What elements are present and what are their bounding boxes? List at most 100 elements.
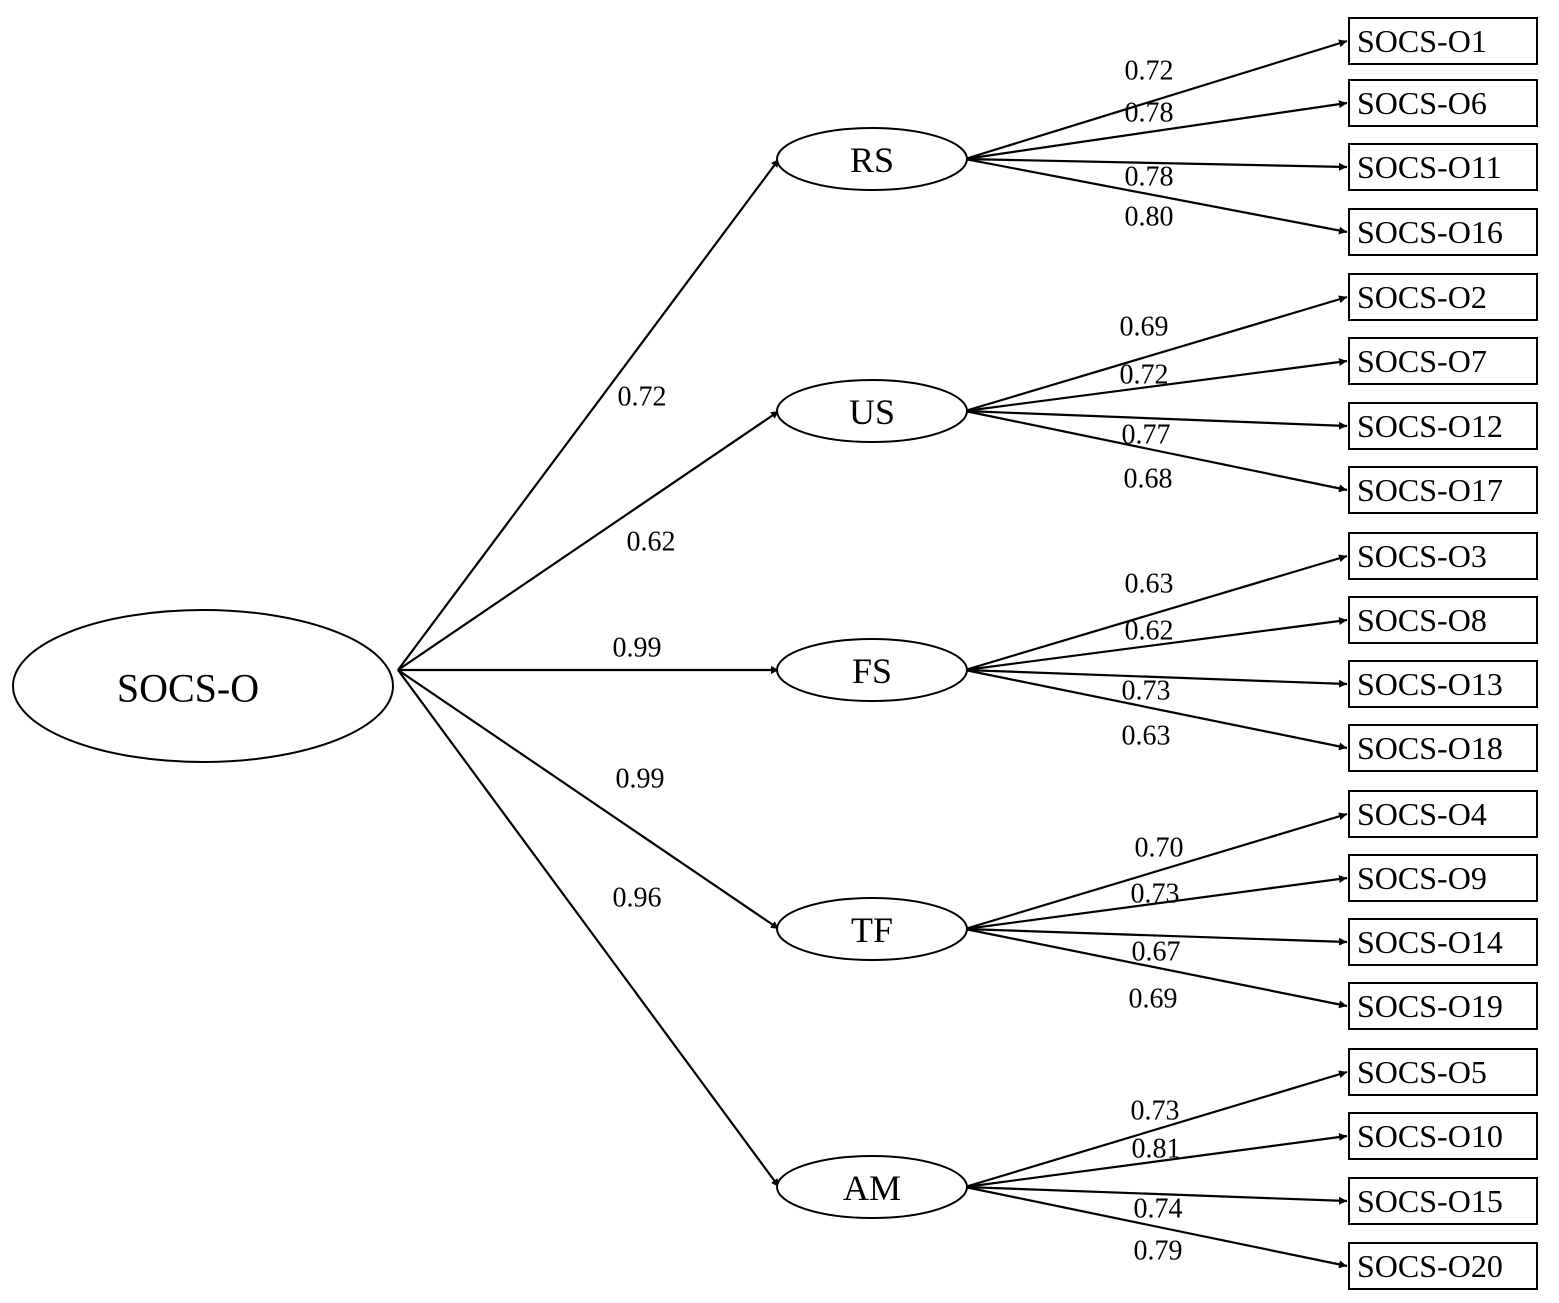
factor-label: TF (851, 910, 893, 950)
item-box (1348, 854, 1538, 902)
item-loading-label: 0.81 (1132, 1134, 1181, 1165)
path-rs-to-item (964, 157, 1348, 235)
item-label: SOCS-O2 (1357, 279, 1487, 315)
path-rs-to-item (964, 39, 1348, 161)
path-tf-to-item (964, 927, 1348, 1009)
item-box (1348, 17, 1538, 65)
item-loading-label: 0.68 (1124, 464, 1173, 495)
path-root-to-rs (397, 158, 780, 671)
item-label: SOCS-O10 (1357, 1118, 1503, 1154)
path-fs-to-item (964, 554, 1348, 672)
item-box (1348, 337, 1538, 385)
factor-ellipse (776, 1155, 968, 1219)
item-box (1348, 1048, 1538, 1096)
item-label: SOCS-O16 (1357, 214, 1503, 250)
item-node: SOCS-O15 (1348, 1177, 1538, 1225)
path-arrows (397, 39, 1348, 1269)
item-label: SOCS-O14 (1357, 924, 1503, 960)
factor-loading-label: 0.99 (616, 764, 665, 795)
item-box (1348, 918, 1538, 966)
factor-ellipse (776, 897, 968, 961)
factor-loading-label: 0.99 (613, 633, 662, 664)
item-loading-label: 0.79 (1134, 1236, 1183, 1267)
item-box (1348, 790, 1538, 838)
item-label: SOCS-O1 (1357, 23, 1487, 59)
path-us-to-item (964, 295, 1348, 413)
item-node: SOCS-O7 (1348, 337, 1538, 385)
item-label: SOCS-O13 (1357, 666, 1503, 702)
item-box (1348, 466, 1538, 514)
path-us-to-item (964, 358, 1348, 413)
path-fs-to-item (964, 668, 1348, 751)
item-label: SOCS-O11 (1357, 149, 1502, 185)
item-loading-label: 0.63 (1125, 569, 1174, 600)
item-node: SOCS-O17 (1348, 466, 1538, 514)
path-tf-to-item (964, 927, 1348, 946)
item-loading-label: 0.73 (1122, 676, 1171, 707)
item-label: SOCS-O20 (1357, 1248, 1503, 1284)
factor-node-us: US (776, 379, 968, 443)
item-node: SOCS-O3 (1348, 532, 1538, 580)
path-am-to-item (964, 1185, 1348, 1269)
item-loading-label: 0.80 (1125, 202, 1174, 233)
factor-node-tf: TF (776, 897, 968, 961)
item-node: SOCS-O5 (1348, 1048, 1538, 1096)
item-label: SOCS-O18 (1357, 730, 1503, 766)
factor-node-fs: FS (776, 638, 968, 702)
item-loading-label: 0.72 (1125, 56, 1174, 87)
item-label: SOCS-O9 (1357, 860, 1487, 896)
factor-loading-label: 0.62 (627, 527, 676, 558)
item-label: SOCS-O3 (1357, 538, 1487, 574)
item-label: SOCS-O5 (1357, 1054, 1487, 1090)
item-node: SOCS-O16 (1348, 208, 1538, 256)
path-rs-to-item (964, 157, 1348, 171)
item-loading-label: 0.78 (1125, 98, 1174, 129)
factor-label: RS (850, 140, 894, 180)
factor-node-rs: RS (776, 127, 968, 191)
factor-ellipse (776, 638, 968, 702)
item-box (1348, 982, 1538, 1030)
path-am-to-item (964, 1185, 1348, 1205)
item-node: SOCS-O13 (1348, 660, 1538, 708)
item-node: SOCS-O14 (1348, 918, 1538, 966)
item-loading-label: 0.74 (1134, 1194, 1183, 1225)
item-node: SOCS-O11 (1348, 143, 1538, 191)
path-tf-to-item (964, 875, 1348, 931)
factor-loading-label: 0.96 (613, 883, 662, 914)
item-node: SOCS-O12 (1348, 402, 1538, 450)
item-node: SOCS-O19 (1348, 982, 1538, 1030)
item-loading-label: 0.77 (1122, 420, 1171, 451)
item-box (1348, 532, 1538, 580)
path-fs-to-item (964, 668, 1348, 688)
item-box (1348, 724, 1538, 772)
item-loading-label: 0.62 (1125, 616, 1174, 647)
factor-node-am: AM (776, 1155, 968, 1219)
item-node: SOCS-O6 (1348, 79, 1538, 127)
item-box (1348, 1112, 1538, 1160)
path-fs-to-item (964, 617, 1348, 672)
item-label: SOCS-O15 (1357, 1183, 1503, 1219)
path-am-to-item (964, 1133, 1348, 1189)
loading-labels: 0.720.720.780.780.800.620.690.720.770.68… (613, 56, 1184, 1267)
item-loading-label: 0.78 (1125, 162, 1174, 193)
item-box (1348, 660, 1538, 708)
path-root-to-am (397, 669, 780, 1188)
item-label: SOCS-O4 (1357, 796, 1487, 832)
item-box (1348, 143, 1538, 191)
item-loading-label: 0.70 (1135, 833, 1184, 864)
diagram-nodes: SOCS-ORSSOCS-O1SOCS-O6SOCS-O11SOCS-O16US… (12, 17, 1538, 1290)
item-node: SOCS-O10 (1348, 1112, 1538, 1160)
factor-label: FS (852, 651, 892, 691)
factor-ellipse (776, 379, 968, 443)
item-label: SOCS-O12 (1357, 408, 1503, 444)
item-label: SOCS-O19 (1357, 988, 1503, 1024)
item-box (1348, 402, 1538, 450)
item-loading-label: 0.67 (1132, 937, 1181, 968)
item-box (1348, 1242, 1538, 1290)
factor-loading-label: 0.72 (618, 382, 667, 413)
item-node: SOCS-O2 (1348, 273, 1538, 321)
path-us-to-item (964, 409, 1348, 430)
item-label: SOCS-O6 (1357, 85, 1487, 121)
path-rs-to-item (964, 100, 1348, 161)
item-loading-label: 0.69 (1129, 984, 1178, 1015)
